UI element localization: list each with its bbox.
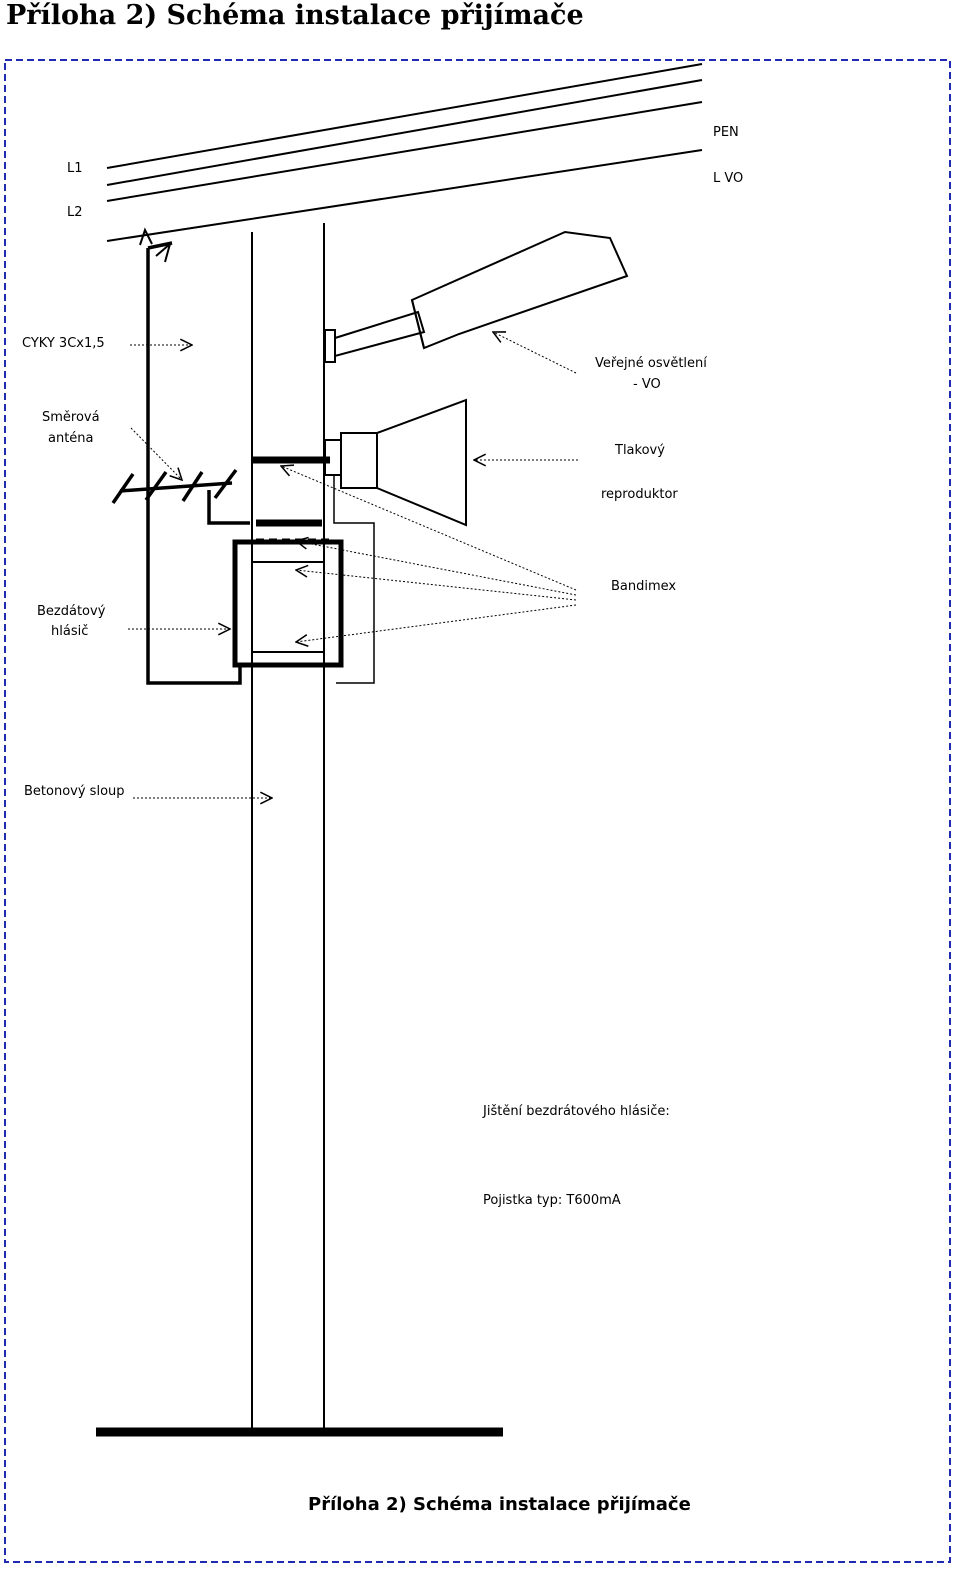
diagram-caption: Příloha 2) Schéma instalace přijímače (308, 1494, 691, 1515)
concrete-pole (251, 223, 325, 1428)
label-l1: L1 (67, 161, 83, 176)
line-l2 (106, 149, 703, 242)
label-fuse-title: Jištění bezdrátového hlásiče: (482, 1104, 670, 1119)
wireless-detector (232, 539, 344, 668)
label-antenna-line1: Směrová (42, 410, 100, 425)
label-speaker-line2: reproduktor (601, 487, 678, 502)
label-l2: L2 (67, 205, 83, 220)
line-pen (106, 63, 703, 169)
mounting-bracket (333, 475, 375, 684)
label-detector-line2: hlásič (51, 624, 88, 639)
label-fuse-type: Pojistka typ: T600mA (483, 1193, 621, 1208)
line-lvo (106, 101, 703, 202)
label-pole: Betonový sloup (24, 784, 125, 799)
cyky-cable (146, 241, 242, 685)
label-l-vo: L VO (713, 171, 743, 186)
pointer-arrows (128, 332, 578, 798)
label-lighting-line2: - VO (633, 377, 661, 392)
street-light (324, 230, 629, 363)
label-antenna-line2: anténa (48, 431, 94, 446)
pressure-speaker (324, 398, 467, 527)
label-lighting-line1: Veřejné osvětlení (595, 356, 707, 371)
label-speaker-line1: Tlakový (614, 443, 665, 458)
label-cable: CYKY 3Cx1,5 (22, 336, 105, 351)
overhead-lines (106, 63, 703, 242)
directional-antenna (111, 468, 250, 525)
label-bandimex: Bandimex (611, 579, 676, 594)
bandimex-straps (252, 456, 330, 668)
line-l1 (106, 79, 703, 186)
label-detector-line1: Bezdátový (37, 604, 106, 619)
dashed-frame (4, 59, 951, 1563)
page-title: Příloha 2) Schéma instalace přijímače (6, 0, 584, 31)
label-pen: PEN (713, 125, 739, 140)
